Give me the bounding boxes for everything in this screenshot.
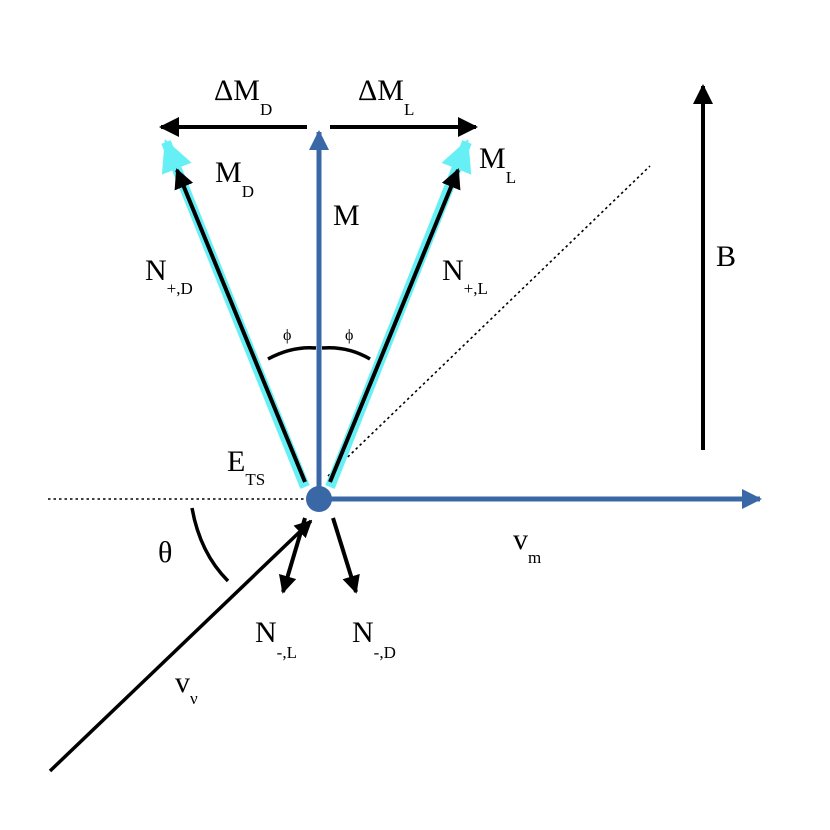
delta-m-l-label: ΔML	[358, 74, 414, 119]
v-m-label: vm	[513, 523, 541, 567]
n-minus-d-label: N-,D	[352, 616, 396, 662]
delta-m-d-label: ΔMD	[214, 74, 272, 119]
n-minus-d-arrow	[331, 517, 360, 594]
n-plus-d-label: N+,D	[145, 254, 193, 298]
theta-arc	[190, 507, 230, 583]
phi-right-label: ϕ	[345, 327, 353, 344]
theta-label: θ	[158, 536, 172, 569]
origin-point	[306, 486, 332, 512]
m-d-label: MD	[215, 156, 254, 201]
n-plus-d-arrow	[174, 168, 307, 483]
m-label: M	[333, 199, 360, 232]
v-nu-label: vν	[175, 666, 198, 708]
v-nu-arrow	[48, 519, 313, 773]
phi-right-arc	[321, 345, 371, 361]
n-minus-l-arrow	[278, 517, 307, 594]
b-label: B	[716, 240, 736, 273]
n-plus-l-label: N+,L	[442, 254, 488, 298]
phi-left-arc	[267, 345, 317, 361]
e-ts-label: ETS	[227, 445, 265, 489]
phi-left-label: ϕ	[283, 327, 291, 344]
n-plus-l-arrow	[328, 168, 461, 483]
m-l-label: ML	[479, 142, 516, 187]
n-minus-l-label: N-,L	[255, 616, 297, 662]
diagonal-dotted-line	[327, 165, 651, 477]
